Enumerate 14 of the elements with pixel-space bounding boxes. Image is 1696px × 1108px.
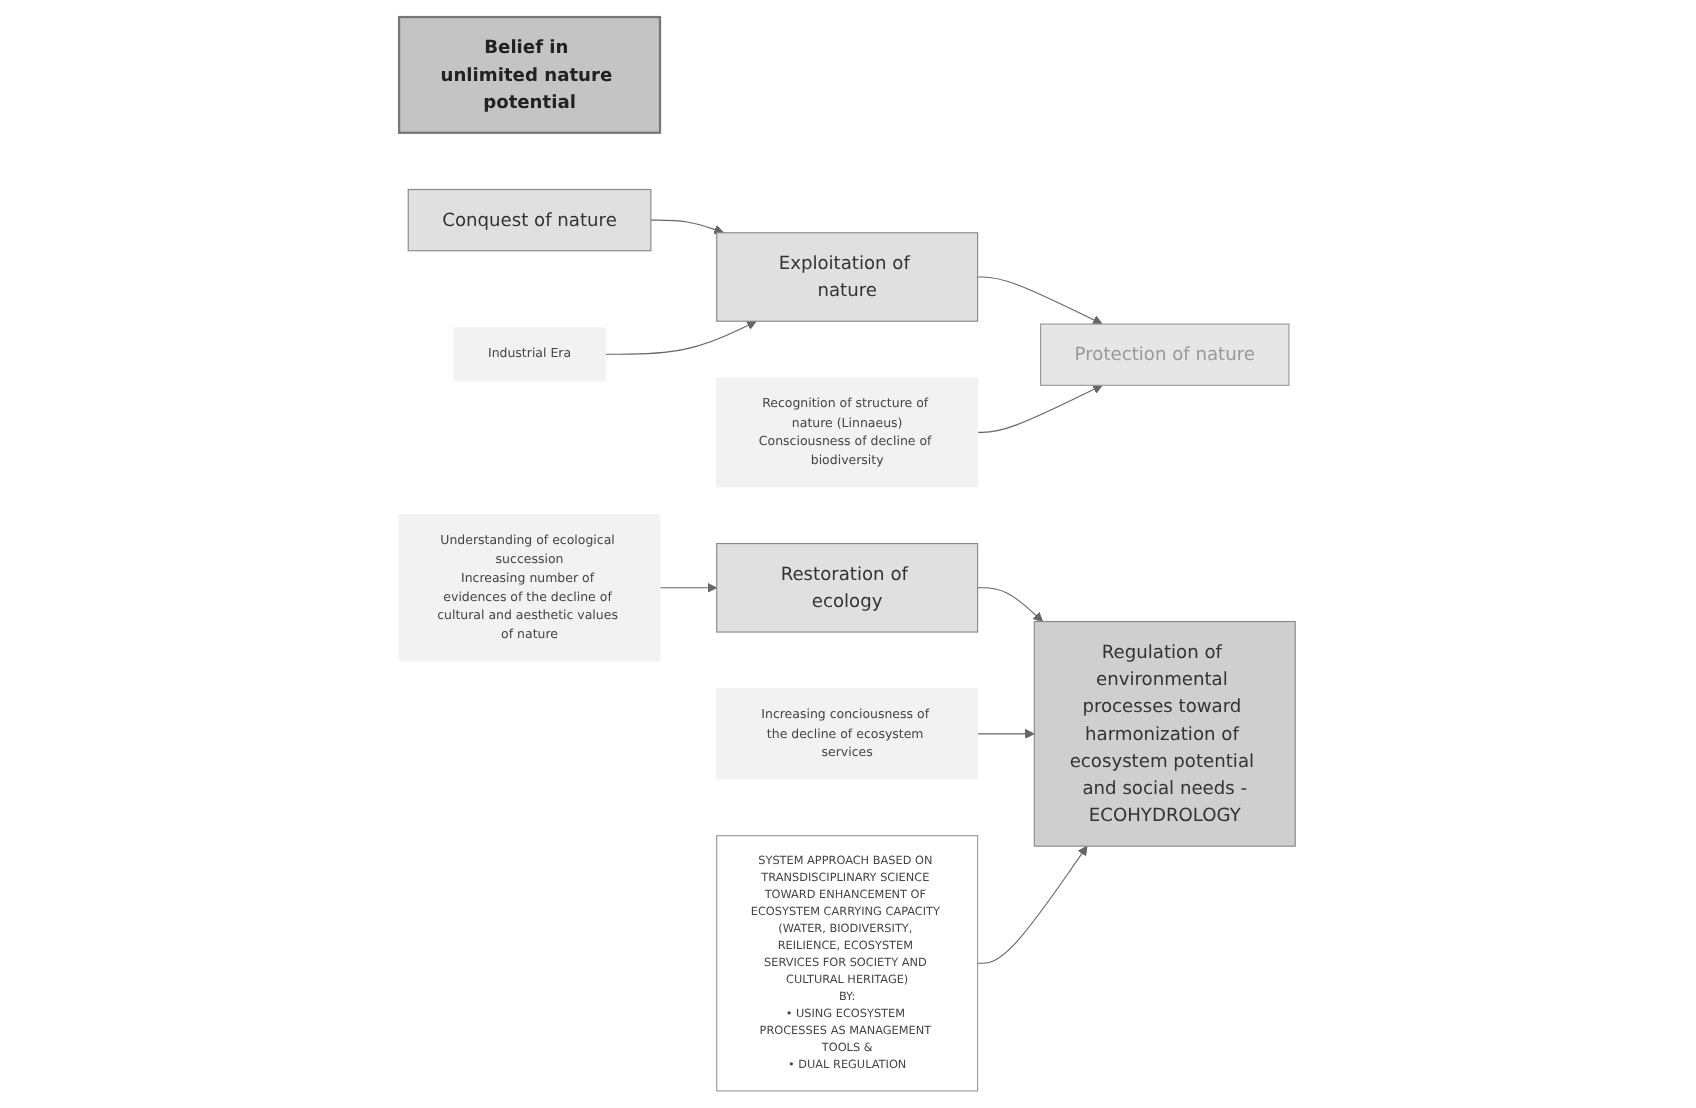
node-box: Conquest of nature (408, 188, 653, 252)
node-box: Protection of nature (1040, 323, 1291, 386)
arrow (977, 728, 1036, 739)
node-box: Belief in unlimited nature potential (398, 15, 662, 134)
arrow (977, 587, 1044, 622)
arrow (605, 320, 758, 355)
arrow (660, 582, 718, 593)
node-box: Regulation of environmental processes toward harmonization of ecosystem potential and social needs - ECOHYDROLOGY (1034, 621, 1297, 847)
arrow (977, 384, 1104, 433)
arrow (977, 845, 1089, 964)
node-box: Exploitation of nature (717, 232, 979, 322)
arrow (977, 276, 1104, 325)
node-box: Restoration of ecology (717, 543, 979, 633)
arrow (651, 219, 725, 235)
